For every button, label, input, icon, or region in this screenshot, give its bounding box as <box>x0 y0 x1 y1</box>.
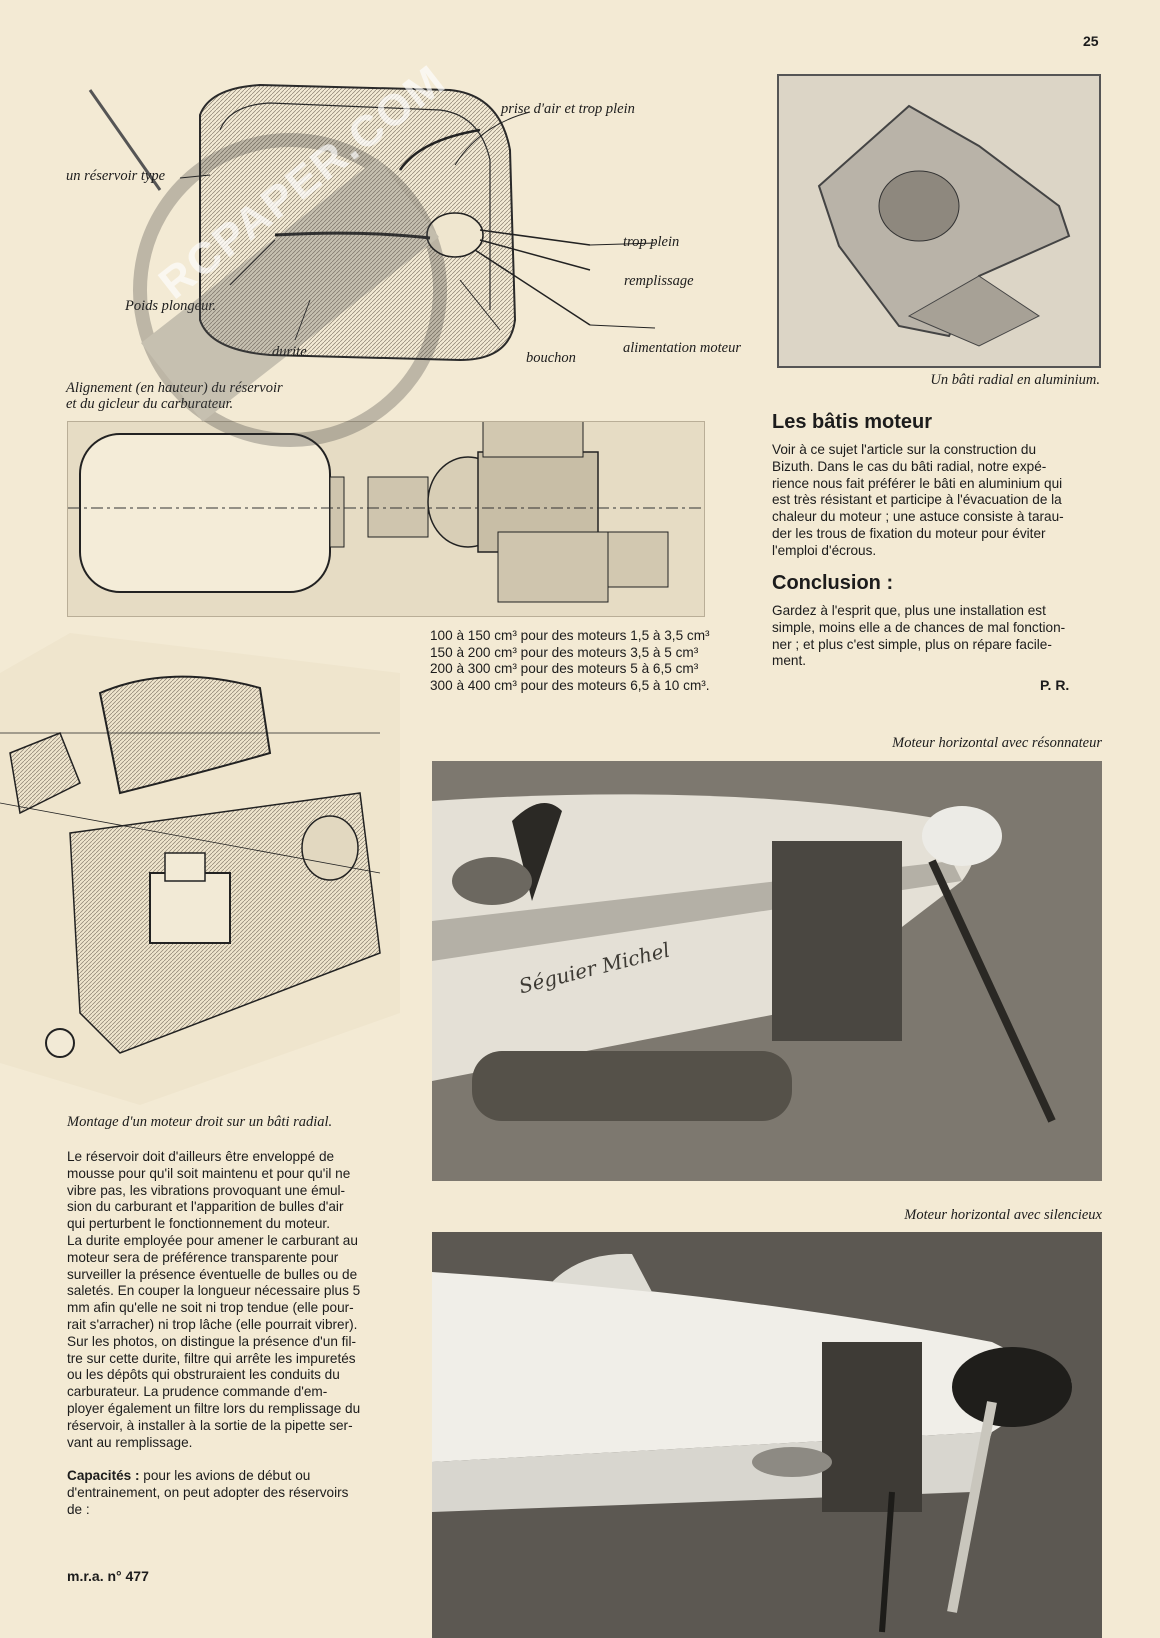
conclusion-line: ment. <box>772 653 806 669</box>
rcpaper-watermark <box>133 133 447 447</box>
conclusion-line: Gardez à l'esprit que, plus une installa… <box>772 603 1046 618</box>
label-plunger-weight: Poids plongeur. <box>125 298 217 314</box>
mounts-line: rience nous fait préférer le bâti en alu… <box>772 475 1063 491</box>
radial-mount-illustration <box>0 633 400 1105</box>
conclusion-line: simple, moins elle a de chances de mal f… <box>772 619 1066 635</box>
label-engine-feed: alimentation moteur <box>623 340 742 356</box>
aluminium-mount-caption: Un bâti radial en aluminium. <box>930 372 1100 388</box>
body-line: réservoir, à installer à la sortie de la… <box>67 1417 353 1433</box>
section-text-conclusion: Gardez à l'esprit que, plus une installa… <box>772 603 1102 670</box>
aluminium-mount-photo <box>777 74 1101 368</box>
alignment-drawing <box>67 421 705 617</box>
conclusion-line: ner ; et plus c'est simple, plus on répa… <box>772 636 1052 652</box>
body-line: sion du carburant et l'apparition de bul… <box>67 1199 344 1215</box>
silencer-photo <box>432 1232 1102 1638</box>
body-text: Le réservoir doit d'ailleurs être envelo… <box>67 1149 402 1519</box>
mounts-line: l'emploi d'écrous. <box>772 542 877 558</box>
mounts-line: est très résistant et participe à l'évac… <box>772 492 1062 508</box>
body-line: La durite employée pour amener le carbur… <box>67 1232 358 1248</box>
body-line: Sur les photos, on distingue la présence… <box>67 1333 356 1349</box>
mounts-line: der les trous de fixation du moteur pour… <box>772 525 1046 541</box>
radial-mount-drawing <box>0 633 400 1105</box>
capacity-item: 100 à 150 cm³ pour des moteurs 1,5 à 3,5… <box>430 628 710 643</box>
body-line: mousse pour qu'il soit maintenu et pour … <box>67 1165 351 1181</box>
label-reservoir-type: un réservoir type <box>66 168 166 184</box>
capacities-label: Capacités : <box>67 1468 140 1484</box>
capacities-line: d'entrainement, on peut adopter des rése… <box>67 1485 349 1501</box>
body-line: Le réservoir doit d'ailleurs être envelo… <box>67 1149 335 1164</box>
capacity-item: 150 à 200 cm³ pour des moteurs 3,5 à 5 c… <box>430 644 699 660</box>
body-line: carburateur. La prudence commande d'em- <box>67 1384 328 1400</box>
body-line: vant au remplissage. <box>67 1434 193 1450</box>
mounts-line: Voir à ce sujet l'article sur la constru… <box>772 442 1037 457</box>
label-cap: bouchon <box>526 350 576 366</box>
silencer-photo-caption: Moteur horizontal avec silencieux <box>904 1207 1102 1223</box>
body-line: qui perturbent le fonctionnement du mote… <box>67 1216 330 1232</box>
silencer-plane-illustration <box>432 1232 1102 1638</box>
radial-mount-caption: Montage d'un moteur droit sur un bâti ra… <box>67 1114 333 1130</box>
mounts-line: Bizuth. Dans le cas du bâti radial, notr… <box>772 458 1047 474</box>
resonator-photo: Séguier Michel <box>432 761 1102 1181</box>
capacity-item: 300 à 400 cm³ pour des moteurs 6,5 à 10 … <box>430 677 710 693</box>
tank-diagram: un réservoir type prise d'air et trop pl… <box>60 70 760 412</box>
tank-illustration <box>88 83 656 362</box>
capacities-line: de : <box>67 1501 90 1517</box>
alignment-illustration <box>68 422 704 603</box>
footer-issue: m.r.a. n° 477 <box>67 1568 149 1584</box>
body-line: ployer également un filtre lors du rempl… <box>67 1400 361 1416</box>
section-title-conclusion: Conclusion : <box>772 572 894 594</box>
capacities-list: 100 à 150 cm³ pour des moteurs 1,5 à 3,5… <box>430 628 710 694</box>
label-hose: durite <box>272 344 307 361</box>
mounts-line: chaleur du moteur ; une astuce consiste … <box>772 509 1064 525</box>
section-text-mounts: Voir à ce sujet l'article sur la constru… <box>772 442 1102 560</box>
capacities-paragraph: Capacités : pour les avions de début ou <box>67 1468 402 1485</box>
author-signature: P. R. <box>1040 677 1070 693</box>
body-line: ou les dépôts qui obstruraient les condu… <box>67 1367 340 1383</box>
label-filling: remplissage <box>624 273 694 289</box>
alignment-caption-line2: et du gicleur du carburateur. <box>66 396 234 412</box>
label-air-intake: prise d'air et trop plein <box>501 101 635 117</box>
capacity-item: 200 à 300 cm³ pour des moteurs 5 à 6,5 c… <box>430 661 699 676</box>
body-line: vibre pas, les vibrations provoquant une… <box>67 1182 346 1198</box>
body-line: tre sur cette durite, filtre qui arrête … <box>67 1350 356 1366</box>
body-line: saletés. En couper la longueur nécessair… <box>67 1283 361 1299</box>
page-number: 25 <box>1083 33 1099 49</box>
capacities-line: pour les avions de début ou <box>139 1468 311 1484</box>
section-title-mounts: Les bâtis moteur <box>772 411 933 433</box>
body-line: moteur sera de préférence transparente p… <box>67 1249 339 1265</box>
body-line: rait s'arracher) ni trop lâche (elle pou… <box>67 1316 358 1332</box>
alignment-caption-line1: Alignement (en hauteur) du réservoir <box>66 380 283 396</box>
resonator-plane-illustration <box>432 761 1102 1181</box>
body-line: mm afin qu'elle ne soit ni trop tendue (… <box>67 1300 354 1316</box>
resonator-photo-caption: Moteur horizontal avec résonnateur <box>892 735 1102 751</box>
label-overflow: trop plein <box>623 234 680 250</box>
body-line: surveiller la présence éventuelle de bul… <box>67 1266 358 1282</box>
mount-illustration <box>817 104 1071 347</box>
